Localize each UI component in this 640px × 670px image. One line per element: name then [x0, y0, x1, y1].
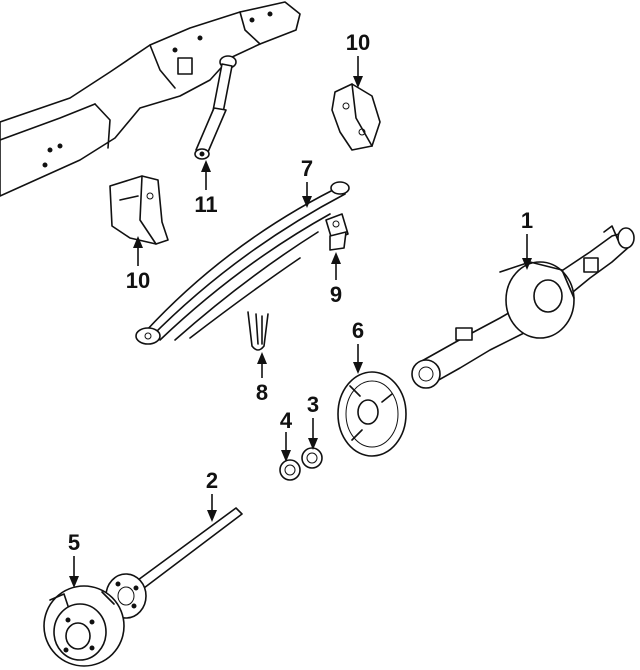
rear-axle-housing: [411, 225, 635, 389]
callout-11: 11: [194, 192, 217, 217]
seal: [301, 447, 323, 469]
callout-9: 9: [330, 282, 342, 307]
callout-8: 8: [256, 380, 268, 405]
callout-5: 5: [68, 530, 80, 555]
callout-10-upper: 10: [346, 30, 370, 55]
upper-shock-bracket: [331, 83, 381, 151]
u-bolt: [247, 311, 269, 351]
brake-drum: [43, 585, 125, 667]
callout-2: 2: [206, 468, 218, 493]
callout-6: 6: [352, 318, 364, 343]
callout-1: 1: [521, 208, 533, 233]
spring-hanger-bracket: [109, 175, 169, 245]
callout-3: 3: [307, 392, 319, 417]
bearing: [279, 459, 301, 481]
axle-shaft: [105, 507, 243, 619]
callout-10-lower: 10: [126, 268, 150, 293]
frame-rail: [0, 1, 301, 197]
leaf-spring: [135, 181, 350, 345]
callout-7: 7: [301, 156, 313, 181]
callout-4: 4: [280, 408, 293, 433]
shock-absorber: [194, 55, 237, 160]
spring-shackle: [325, 213, 349, 251]
backing-plate: [337, 371, 407, 457]
callout-leaders: [69, 56, 532, 588]
callout-labels: 1 2 3 4 5 6 7 8 9 10 10 11: [68, 30, 533, 555]
